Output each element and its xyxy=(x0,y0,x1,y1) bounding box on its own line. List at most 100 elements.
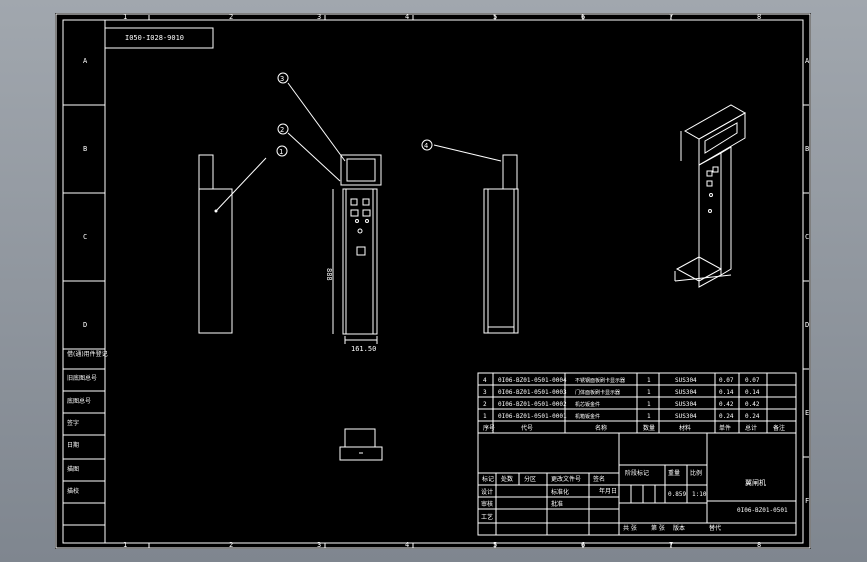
title-block xyxy=(477,432,797,536)
bom-row-weight-unit: 0.24 xyxy=(719,413,734,420)
row-label-d-right: D xyxy=(805,321,809,329)
bom-row-weight-unit: 0.14 xyxy=(719,389,734,396)
row-label-d: D xyxy=(83,321,87,329)
bom-header-total: 总计 xyxy=(745,424,757,432)
col-label-7-bottom: 7 xyxy=(669,541,673,549)
left-strip-label-2: 旧底图总号 xyxy=(67,374,97,382)
bom-row-material: SUS304 xyxy=(675,401,697,408)
sign-row-check: 审核 xyxy=(481,500,493,508)
top-view[interactable] xyxy=(339,428,383,461)
product-name: 翼闸机 xyxy=(745,478,766,487)
bom-row-no: 4 xyxy=(483,377,487,384)
side-view-left[interactable] xyxy=(198,154,267,334)
bom-row-qty: 1 xyxy=(647,413,651,420)
outer-border xyxy=(55,13,811,549)
bom-table xyxy=(477,372,797,434)
col-label-1-bottom: 1 xyxy=(123,541,127,549)
row-label-a-right: A xyxy=(805,57,810,65)
bom-row-qty: 1 xyxy=(647,377,651,384)
drawing-number: 0I06-BZ01-0501 xyxy=(737,507,788,514)
rev-label-count: 处数 xyxy=(501,475,513,483)
rev-label-zone: 分区 xyxy=(524,475,536,483)
stage-label: 阶段标记 xyxy=(625,469,649,477)
col-label-5-bottom: 5 xyxy=(493,541,497,549)
left-strip-label-5: 日期 xyxy=(67,441,79,449)
sign-row-standard: 标准化 xyxy=(551,488,569,496)
bom-row-qty: 1 xyxy=(647,401,651,408)
bom-header-material: 材料 xyxy=(679,424,691,432)
balloon-1: 1 xyxy=(279,148,283,156)
col-label-6: 6 xyxy=(581,13,585,21)
bom-row-weight-unit: 0.07 xyxy=(719,377,734,384)
ref-code-box xyxy=(104,27,214,49)
bom-row-name: 机箱钣金件 xyxy=(575,413,600,420)
rev-label-date: 年月日 xyxy=(599,487,617,495)
bom-row-no: 3 xyxy=(483,389,487,396)
row-label-b-right: B xyxy=(805,145,809,153)
version-label: 版本 xyxy=(673,524,685,532)
weight-value: 0.859 xyxy=(668,491,686,498)
col-label-8-bottom: 8 xyxy=(757,541,761,549)
left-strip-label-4: 签字 xyxy=(67,419,79,427)
col-label-2-bottom: 2 xyxy=(229,541,233,549)
sign-row-approve: 批准 xyxy=(551,500,563,508)
replace-label: 替代 xyxy=(709,524,721,532)
isometric-view[interactable] xyxy=(674,104,747,288)
bom-row-no: 1 xyxy=(483,413,487,420)
col-label-6-bottom: 6 xyxy=(581,541,585,549)
scale-value: 1:10 xyxy=(692,491,707,498)
bom-header-code: 代号 xyxy=(521,424,533,432)
left-strip-label-6: 描图 xyxy=(67,465,79,473)
leader-2 xyxy=(287,132,341,182)
grid-ticks xyxy=(148,15,809,548)
bom-header-unit: 单件 xyxy=(719,424,731,432)
row-label-b: B xyxy=(83,145,87,153)
sign-row-design: 设计 xyxy=(481,488,493,496)
side-view-right[interactable] xyxy=(433,144,519,334)
dimension-width: 161.50 xyxy=(351,345,376,353)
bom-header-remark: 备注 xyxy=(773,424,785,432)
row-label-a: A xyxy=(83,57,88,65)
col-label-3-bottom: 3 xyxy=(317,541,321,549)
bom-row-weight-total: 0.24 xyxy=(745,413,760,420)
weight-label: 重量 xyxy=(668,469,680,477)
bom-header-name: 名称 xyxy=(595,424,607,432)
row-label-f-right: F xyxy=(805,497,809,505)
col-label-2: 2 xyxy=(229,13,233,21)
bom-row-name: 机芯钣金件 xyxy=(575,401,600,408)
col-label-5: 5 xyxy=(493,13,497,21)
bom-row-material: SUS304 xyxy=(675,389,697,396)
col-label-4-bottom: 4 xyxy=(405,541,409,549)
drawing-sheet: 1 2 3 4 5 6 7 8 1 2 3 4 5 6 7 8 A B C D … xyxy=(55,13,811,549)
col-label-3: 3 xyxy=(317,13,321,21)
sheet-total: 共 张 xyxy=(623,524,637,532)
rev-label-mark: 标记 xyxy=(482,475,494,483)
bom-row-weight-total: 0.07 xyxy=(745,377,760,384)
left-strip-label-1: 借(通)用件登记 xyxy=(67,350,108,358)
ref-code: I050-I028-9010 xyxy=(125,34,184,42)
sign-row-process: 工艺 xyxy=(481,513,493,521)
scale-label: 比例 xyxy=(690,469,702,477)
bom-row-weight-total: 0.42 xyxy=(745,401,760,408)
left-strip-label-7: 描校 xyxy=(67,487,79,495)
leader-3 xyxy=(287,82,346,162)
bom-row-code: 0I06-BZ01-0501-0002 xyxy=(498,401,567,408)
bom-row-code: 0I06-BZ01-0501-0004 xyxy=(498,377,567,384)
dimension-height: 888 xyxy=(325,268,333,281)
bom-header-qty: 数量 xyxy=(643,424,655,432)
left-strip-label-3: 底图总号 xyxy=(67,397,91,405)
row-label-c-right: C xyxy=(805,233,809,241)
bom-row-name: 不锈钢面板刷卡显示器 xyxy=(575,377,625,384)
col-label-4: 4 xyxy=(405,13,409,21)
col-label-8: 8 xyxy=(757,13,761,21)
bom-row-qty: 1 xyxy=(647,389,651,396)
drawing-canvas[interactable]: 1 2 3 4 5 6 7 8 1 2 3 4 5 6 7 8 A B C D … xyxy=(55,13,811,549)
rev-label-doc: 更改文件号 xyxy=(551,475,581,483)
bom-row-code: 0I06-BZ01-0501-0003 xyxy=(498,389,567,396)
row-label-c: C xyxy=(83,233,87,241)
balloon-2: 2 xyxy=(280,126,284,134)
bom-header-no: 序号 xyxy=(483,424,495,432)
balloon-4: 4 xyxy=(424,142,428,150)
col-label-7: 7 xyxy=(669,13,673,21)
front-view[interactable] xyxy=(332,154,382,344)
